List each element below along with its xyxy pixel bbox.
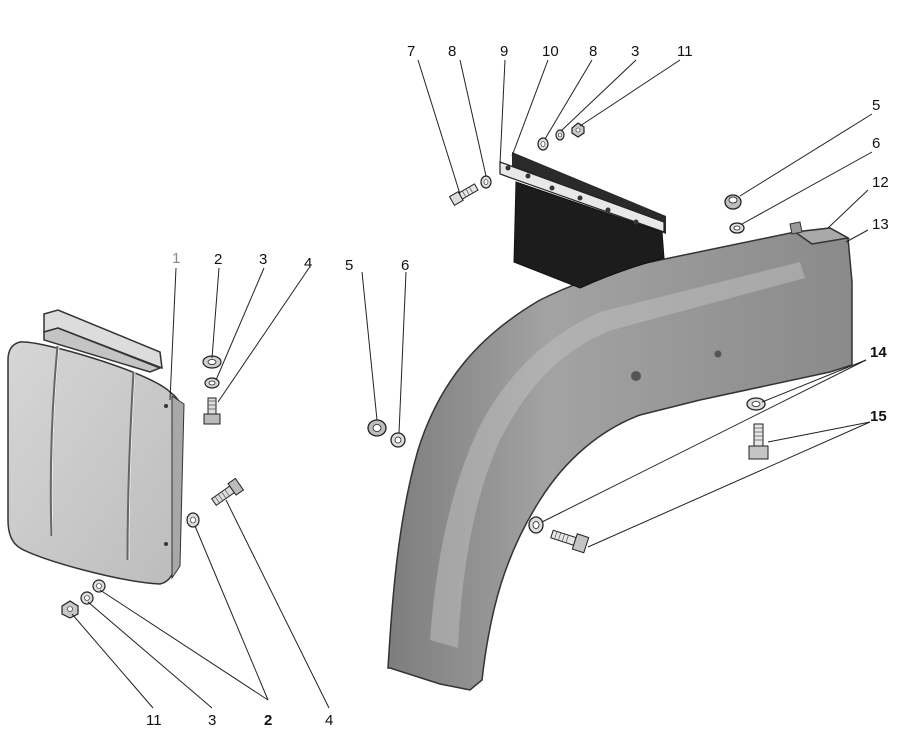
mounting-strip [499,161,665,233]
callout-13: 13 [872,216,889,233]
callout-11: 11 [677,43,693,60]
callout-6: 6 [872,135,880,152]
callout-4: 4 [325,712,333,729]
callout-2: 2 [264,712,272,729]
callout-11: 11 [146,712,162,729]
callout-15: 15 [870,408,887,425]
leader-lines [71,59,873,709]
callout-4: 4 [304,255,312,272]
callout-3: 3 [631,43,639,60]
hardware [61,122,769,619]
callout-10: 10 [542,43,559,60]
callout-7: 7 [407,43,415,60]
callout-3: 3 [208,712,216,729]
callout-12: 12 [872,174,889,191]
callout-8: 8 [448,43,456,60]
callout-5: 5 [345,257,353,274]
mudflap [7,309,185,585]
callout-labels: 1 2 3 4 5 6 7 8 9 10 8 3 11 5 6 12 13 14… [146,43,889,729]
callout-6: 6 [401,257,409,274]
fender [387,221,853,691]
callout-8: 8 [589,43,597,60]
callout-9: 9 [500,43,508,60]
mount-hole [631,371,641,381]
callout-5: 5 [872,97,880,114]
callout-3: 3 [259,251,267,268]
mount-hole [714,350,722,358]
callout-14: 14 [870,344,887,361]
callout-2: 2 [214,251,222,268]
callout-1: 1 [172,250,180,267]
